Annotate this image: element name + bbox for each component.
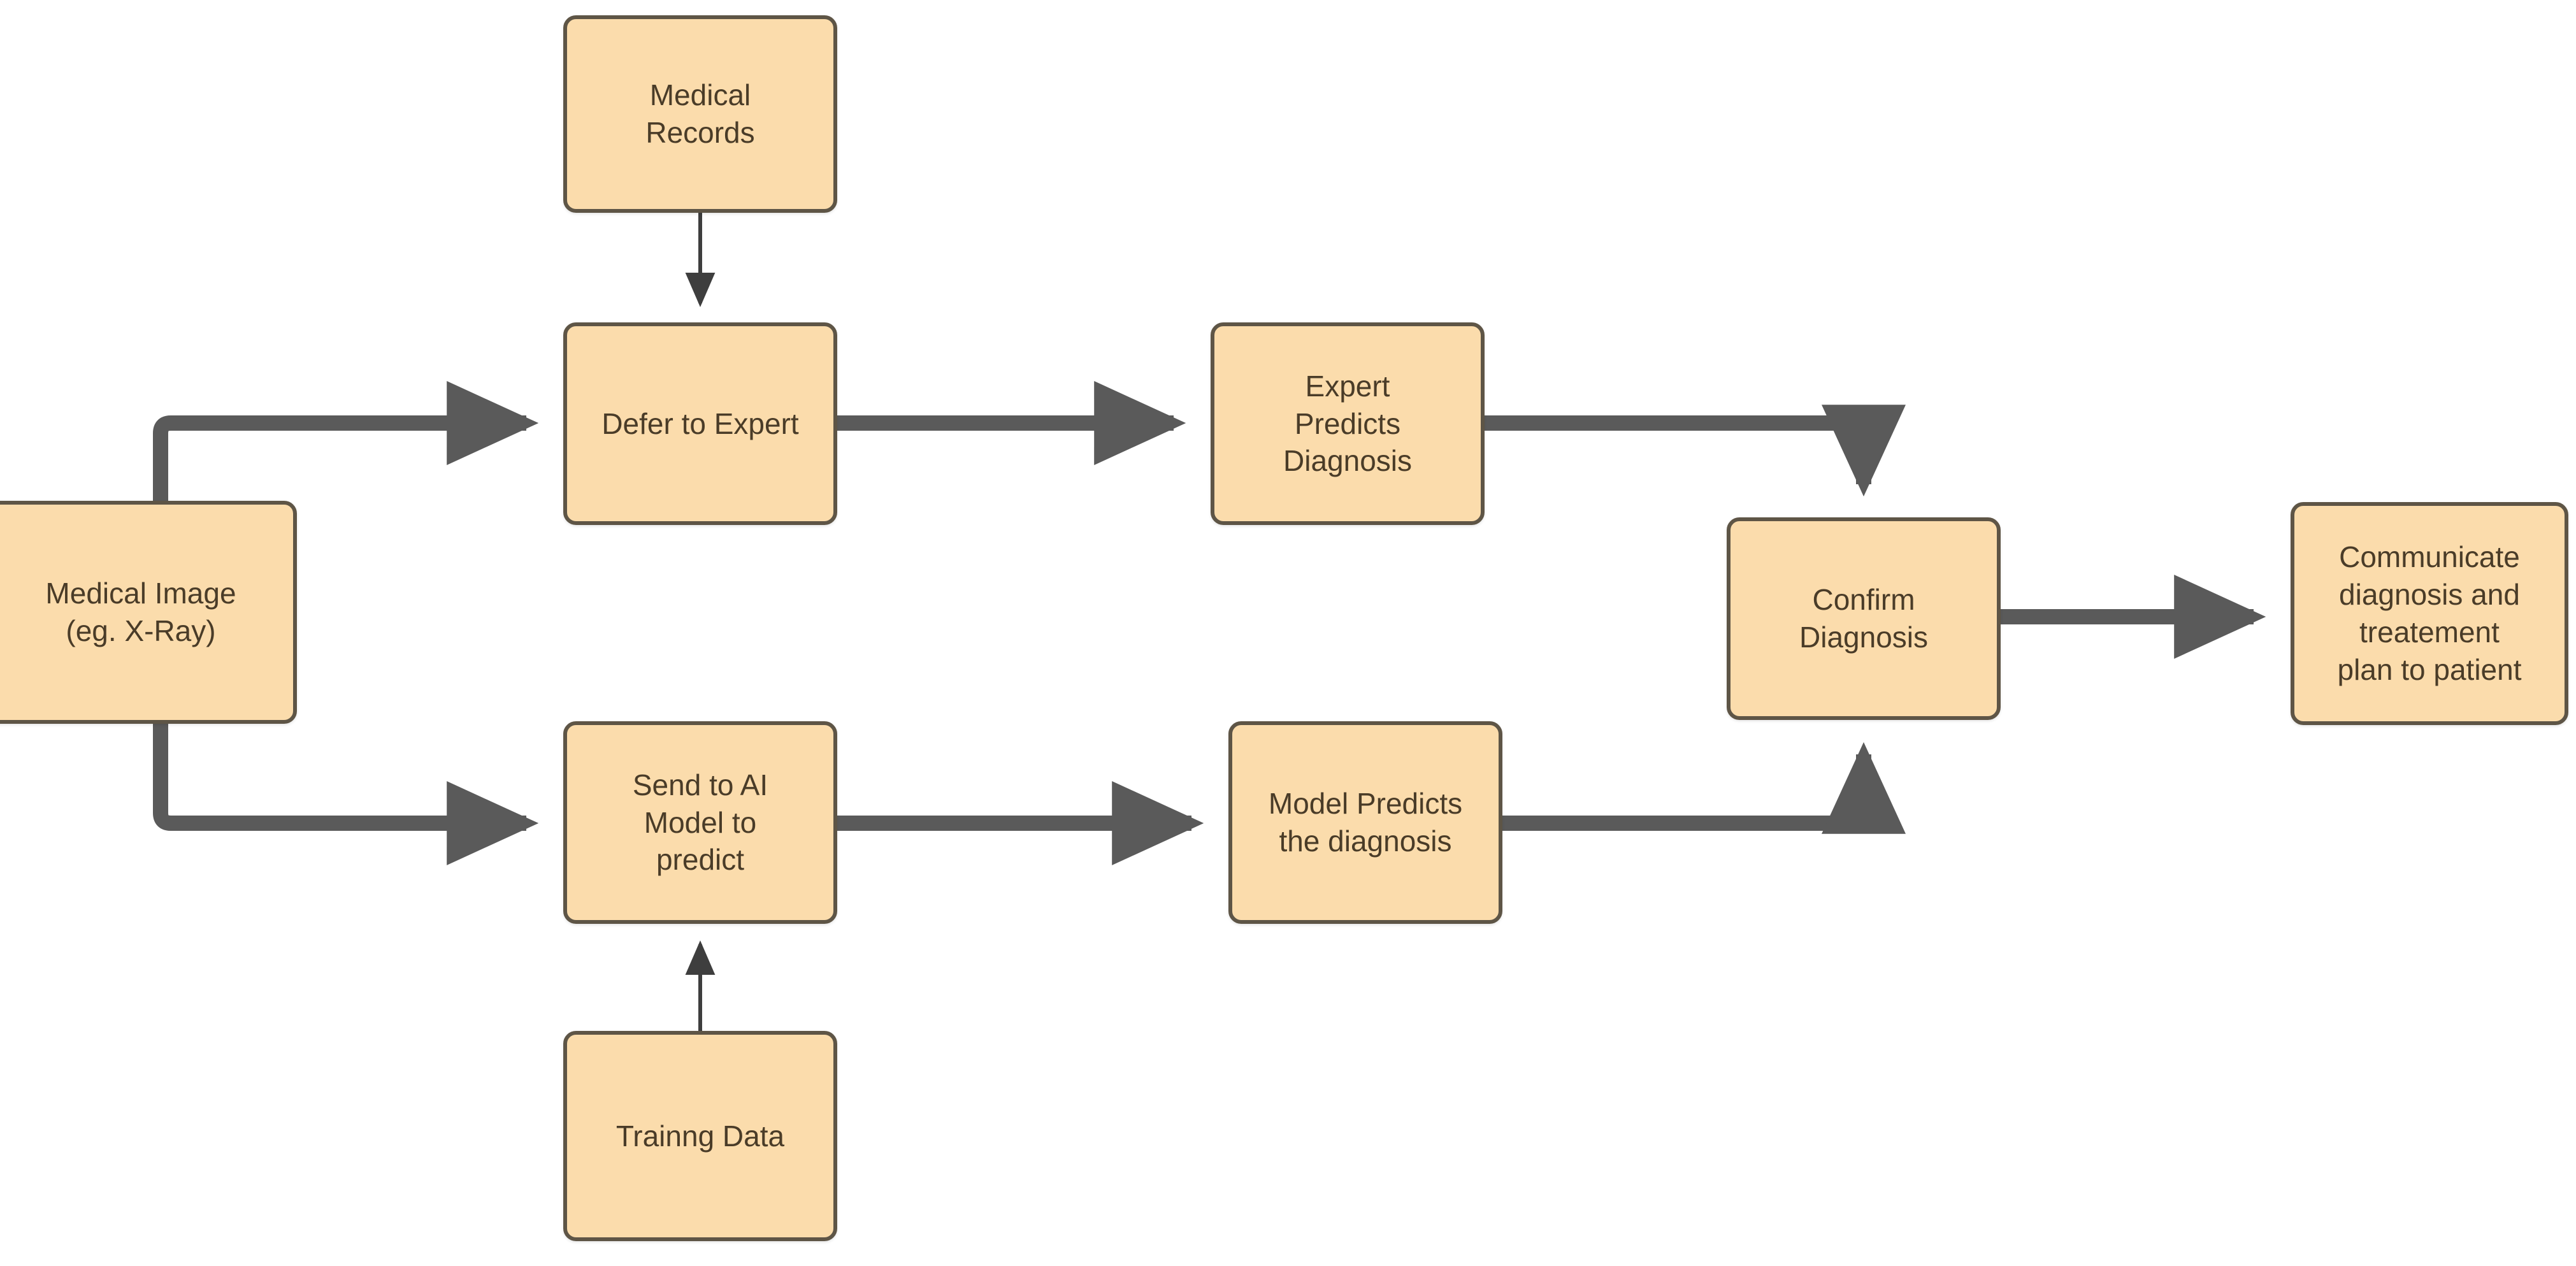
node-trainng-data-label: Trainng Data — [615, 1119, 785, 1153]
node-confirm-diagnosis-label: Confirm Diagnosis — [1799, 583, 1928, 654]
node-medical-records-label: Medical Records — [645, 78, 755, 149]
node-medical-image[interactable]: Medical Image (eg. X-Ray) — [0, 501, 297, 724]
node-defer-to-expert[interactable]: Defer to Expert — [563, 322, 837, 525]
node-confirm-diagnosis[interactable]: Confirm Diagnosis — [1727, 517, 2001, 720]
node-expert-predicts-diagnosis-label: Expert Predicts Diagnosis — [1283, 369, 1412, 478]
node-medical-records[interactable]: Medical Records — [563, 15, 837, 213]
node-expert-predicts-diagnosis[interactable]: Expert Predicts Diagnosis — [1211, 322, 1485, 525]
node-model-predicts-diagnosis[interactable]: Model Predicts the diagnosis — [1228, 721, 1502, 924]
node-model-predicts-diagnosis-label: Model Predicts the diagnosis — [1268, 787, 1463, 858]
node-send-to-ai-model-label: Send to AI Model to predict — [632, 768, 768, 877]
node-defer-to-expert-label: Defer to Expert — [601, 406, 799, 440]
edge-model-predicts-to-confirm — [1502, 742, 1906, 834]
node-communicate-plan[interactable]: Communicate diagnosis and treatement pla… — [2291, 502, 2568, 725]
node-trainng-data[interactable]: Trainng Data — [563, 1031, 837, 1241]
edge-medical-image-to-ai-model — [153, 613, 539, 865]
edge-expert-predicts-to-confirm — [1485, 405, 1906, 497]
edge-medical-image-to-defer — [153, 381, 539, 613]
node-communicate-plan-label: Communicate diagnosis and treatement pla… — [2337, 540, 2522, 686]
node-medical-image-label: Medical Image (eg. X-Ray) — [45, 577, 236, 647]
node-send-to-ai-model[interactable]: Send to AI Model to predict — [563, 721, 837, 924]
